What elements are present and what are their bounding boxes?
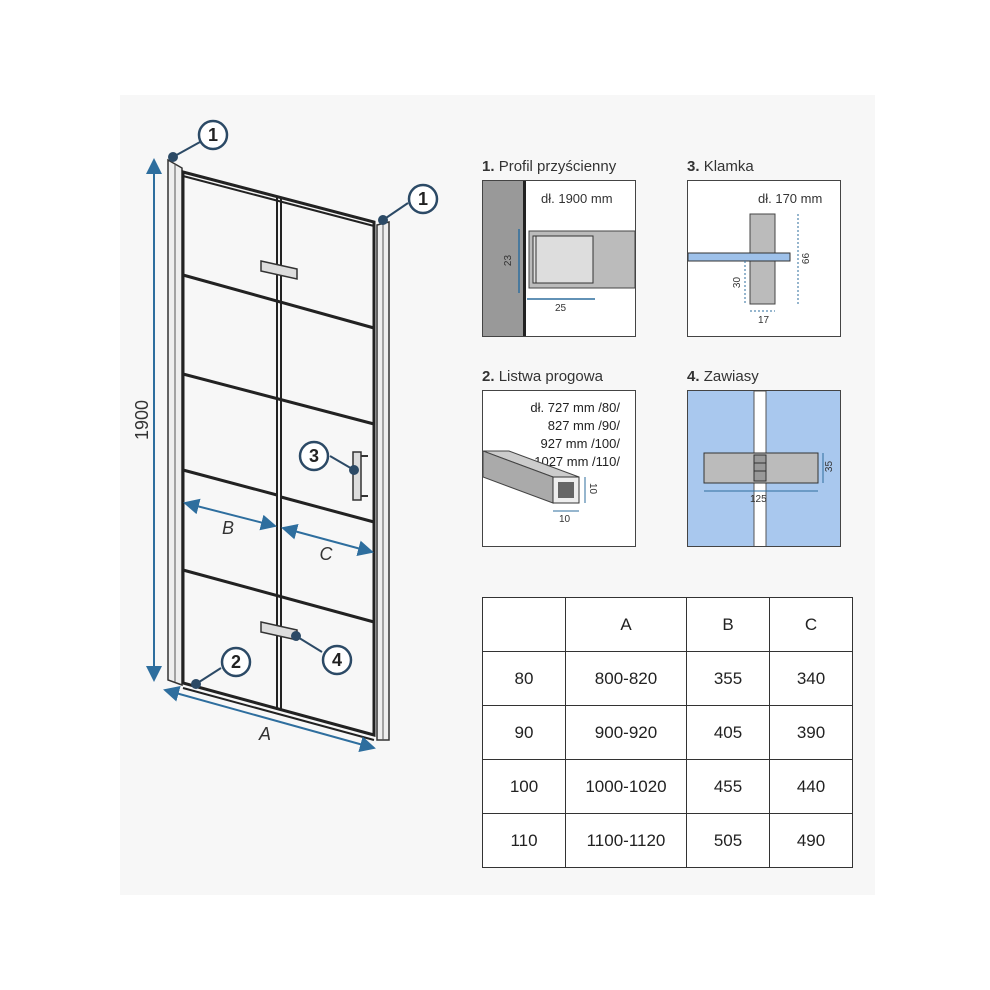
height-label: 1900 <box>132 400 152 440</box>
table-cell: 455 <box>686 759 770 814</box>
dim-23: 23 <box>503 254 515 267</box>
callout-circle-4 <box>321 644 353 676</box>
table-row: 100 1000-1020 455 440 <box>482 759 853 814</box>
detail-3-box: dł. 170 mm 66 30 17 <box>687 180 841 337</box>
wall-profile-left <box>167 158 183 687</box>
dim-30: 30 <box>732 276 744 289</box>
dim-25: 25 <box>555 303 567 314</box>
table-cell: 80 <box>482 651 566 706</box>
table-header-row: A B C <box>482 597 853 652</box>
table-cell: 390 <box>769 705 853 760</box>
dimension-width <box>163 686 376 752</box>
table-cell: 440 <box>769 759 853 814</box>
table-cell: 1100-1120 <box>565 813 687 868</box>
detail-3-note: dł. 170 mm <box>758 191 823 206</box>
table-cell: 100 <box>482 759 566 814</box>
dim-35: 35 <box>824 460 836 473</box>
table-header: C <box>769 597 853 652</box>
table-cell: 355 <box>686 651 770 706</box>
detail-1-title: 1. Profil przyścienny <box>482 158 617 175</box>
detail-2-title: 2. Listwa progowa <box>482 368 603 385</box>
table-row: 90 900-920 405 390 <box>482 705 853 760</box>
callout-label-3: 3 <box>309 446 319 466</box>
callout-label-1-left: 1 <box>208 125 218 145</box>
table-cell: 405 <box>686 705 770 760</box>
table-cell: 505 <box>686 813 770 868</box>
callout-circle-1-right <box>407 183 439 215</box>
table-cell: 340 <box>769 651 853 706</box>
dim-17: 17 <box>758 315 770 326</box>
table-cell: 110 <box>482 813 566 868</box>
dimension-b <box>183 498 277 531</box>
wall-profile-right <box>376 221 390 741</box>
width-label: A <box>258 724 271 744</box>
table-cell: 800-820 <box>565 651 687 706</box>
detail-4-box: 35 125 <box>687 390 841 547</box>
table-header <box>482 597 566 652</box>
detail-2-note: dł. 727 mm /80/ 827 mm /90/ 927 mm /100/… <box>530 400 620 469</box>
detail-1-box: dł. 1900 mm 23 25 <box>482 180 636 337</box>
table-cell: 90 <box>482 705 566 760</box>
detail-1-note: dł. 1900 mm <box>541 191 613 206</box>
table-header: B <box>686 597 770 652</box>
callout-label-2: 2 <box>231 652 241 672</box>
table-cell: 900-920 <box>565 705 687 760</box>
table-cell: 490 <box>769 813 853 868</box>
detail-3-title: 3. Klamka <box>687 158 754 175</box>
callout-circle-1-left <box>197 119 229 151</box>
dim-66: 66 <box>801 252 813 265</box>
wall-section <box>483 181 523 336</box>
door-handle <box>352 451 368 501</box>
segment-b-label: B <box>222 518 234 538</box>
dim-10-horizontal: 10 <box>559 514 571 525</box>
detail-2-box: dł. 727 mm /80/ 827 mm /90/ 927 mm /100/… <box>482 390 636 547</box>
callout-label-1-right: 1 <box>418 189 428 209</box>
dim-125: 125 <box>750 494 767 505</box>
callout-leaders <box>168 141 409 689</box>
table-cell: 1000-1020 <box>565 759 687 814</box>
table-header: A <box>565 597 687 652</box>
callout-circle-3 <box>298 440 330 472</box>
segment-c-label: C <box>320 544 334 564</box>
table-row: 110 1100-1120 505 490 <box>482 813 853 868</box>
dimension-c <box>281 523 374 557</box>
callout-circle-2 <box>220 646 252 678</box>
dimensions-table: A B C 80 800-820 355 340 90 900-920 405 … <box>482 597 853 868</box>
table-row: 80 800-820 355 340 <box>482 651 853 706</box>
detail-4-title: 4. Zawiasy <box>687 368 759 385</box>
callout-label-4: 4 <box>332 650 342 670</box>
dim-10-vertical: 10 <box>587 482 599 495</box>
hinge-top <box>260 260 298 280</box>
